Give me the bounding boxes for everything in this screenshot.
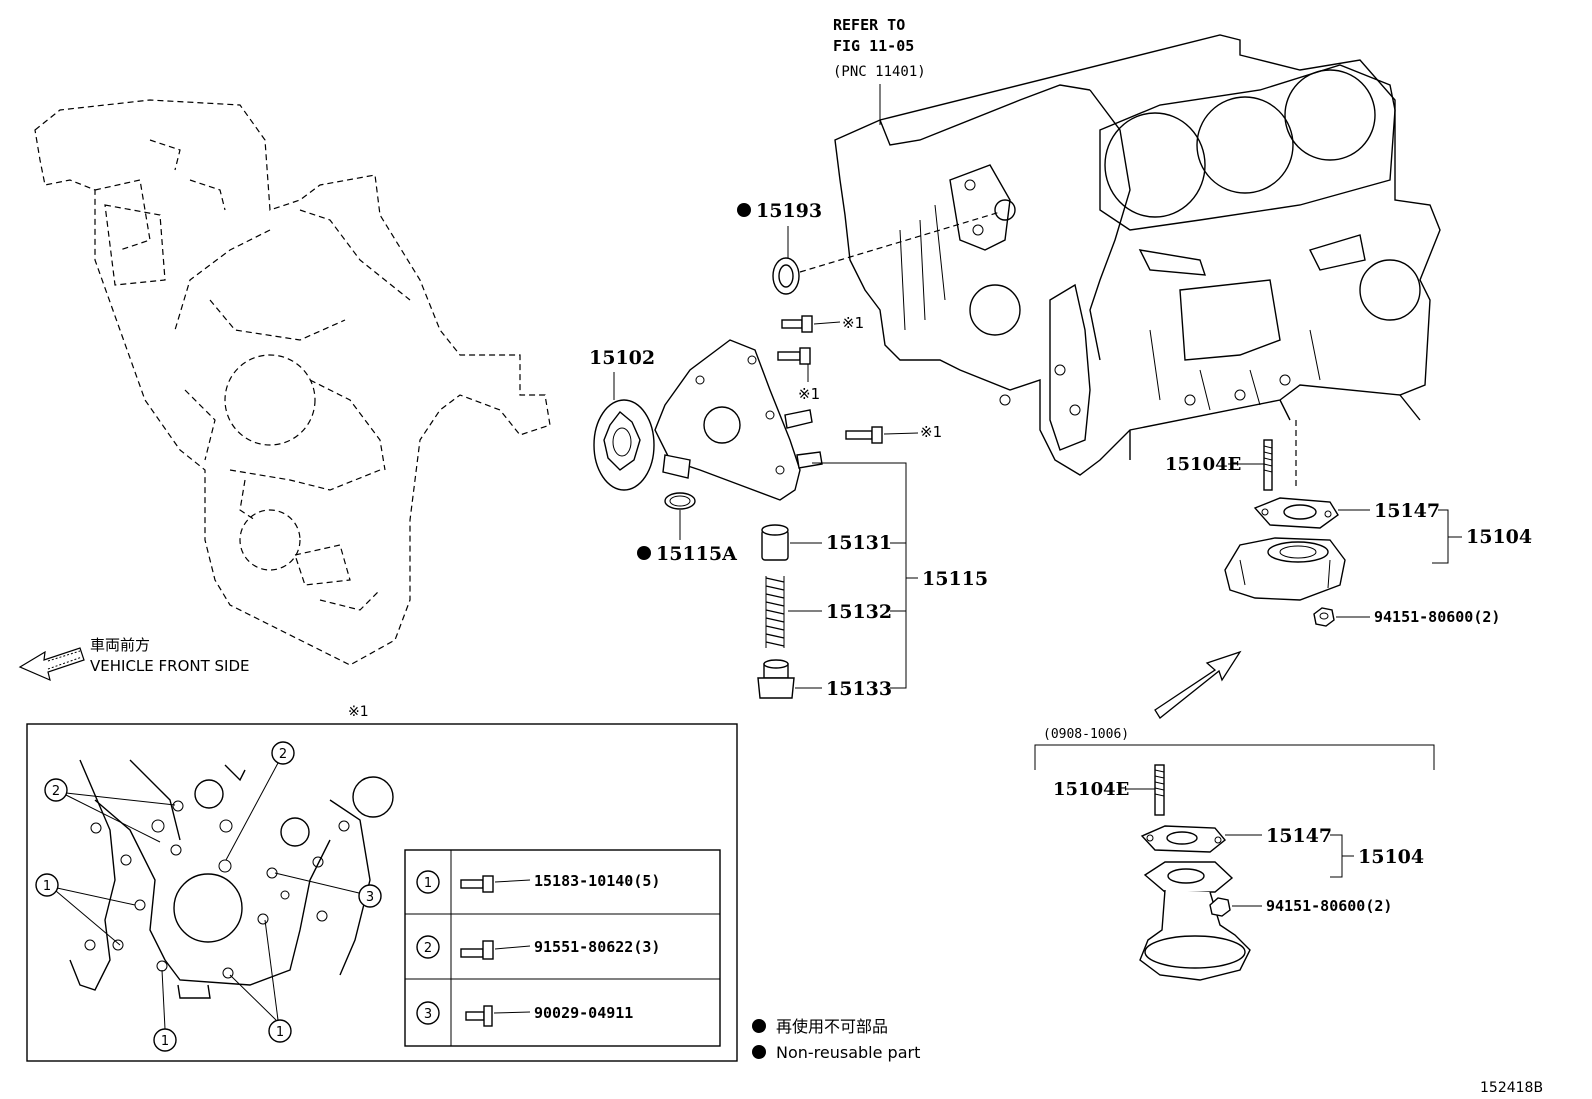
bolt-icon [460,875,494,893]
spring-15132 [765,576,785,648]
nut-94151 [1313,607,1335,627]
variant-range-label: (0908-1006) [1043,727,1129,742]
o-ring-15115A [664,492,696,510]
row-3-number: 3 [424,1007,432,1022]
row-2-part-number: 91551-80622(3) [534,938,660,956]
front-side-jp-label: 車両前方 [90,636,150,654]
svg-text:2: 2 [52,784,60,799]
mark-1-label: ※1 [842,314,864,332]
inset-callout: 1 [35,873,136,946]
part-94151-label: 94151-80600(2) [1374,608,1500,626]
part-15102-label: 15102 [589,347,655,369]
stud-bolt-15104E [1263,439,1273,491]
variant-part-15147-label: 15147 [1266,825,1332,847]
non-reusable-dot-icon [737,203,751,217]
variant-arrow-icon [1154,650,1242,719]
part-15115A-label: 15115A [656,543,737,565]
engine-block-drawing [834,34,1441,476]
variant-nut [1209,897,1231,917]
variant-stud-bolt [1154,764,1165,816]
legend-en-label: Non-reusable part [776,1043,920,1062]
refer-pnc-label: (PNC 11401) [833,64,926,80]
inset-callout: 1 [229,919,292,1043]
svg-text:1: 1 [43,879,51,894]
refer-fig-label: FIG 11-05 [833,37,914,55]
relief-valve-15131 [761,524,789,561]
inset-callout: 2 [44,778,176,843]
variant-gasket [1140,825,1226,853]
variant-part-94151-label: 94151-80600(2) [1266,897,1392,915]
bolt-icon [777,347,811,365]
inset-callout: 2 [225,741,295,861]
legend-dot-icon [752,1019,766,1033]
mark-1-label: ※1 [920,423,942,441]
legend-jp-label: 再使用不可部品 [776,1017,888,1036]
bolt-icon [781,315,813,333]
part-15193-label: 15193 [756,200,822,222]
inset-pump-drawing [69,759,394,999]
non-reusable-dot-icon [637,546,651,560]
part-15132-label: 15132 [826,601,892,623]
inset-row-1: 1 15183-10140(5) [416,870,660,894]
row-1-part-number: 15183-10140(5) [534,872,660,890]
bolt-icon [845,426,883,444]
svg-text:3: 3 [366,890,374,905]
oil-seal-15193 [772,257,800,295]
inset-callout: 3 [274,872,382,908]
figure-id: 152418B [1480,1080,1543,1096]
timing-cover-drawing [34,99,551,666]
bolt-icon [465,1005,493,1027]
row-1-number: 1 [424,876,432,891]
inset-parts-table [404,849,721,1047]
plug-15133 [757,659,795,699]
oil-pump-body [654,339,823,501]
variant-part-15104E-label: 15104E [1053,779,1129,800]
part-15133-label: 15133 [826,678,892,700]
part-15104-label: 15104 [1466,526,1532,548]
inset-row-2: 2 91551-80622(3) [416,935,660,960]
part-15104E-label: 15104E [1165,454,1241,475]
svg-text:1: 1 [161,1034,169,1049]
inset-title: ※1 [348,704,369,720]
mark-1-label: ※1 [798,385,820,403]
inset-callout: 1 [153,969,177,1052]
svg-text:2: 2 [279,747,287,762]
legend-dot-icon [752,1045,766,1059]
part-15115-label: 15115 [922,568,988,590]
pump-rotor-15102 [593,399,655,491]
variant-part-15104-label: 15104 [1358,846,1424,868]
svg-text:1: 1 [276,1025,284,1040]
part-15147-label: 15147 [1374,500,1440,522]
vehicle-front-arrow-icon [18,647,85,682]
row-2-number: 2 [424,941,432,956]
gasket-15147 [1253,497,1339,529]
part-15131-label: 15131 [826,532,892,554]
inset-row-3: 3 90029-04911 [416,1001,633,1027]
variant-strainer [1139,861,1251,981]
front-side-en-label: VEHICLE FRONT SIDE [90,657,250,675]
inset-frame [26,723,738,1062]
refer-to-label: REFER TO [833,16,905,34]
bolt-icon [460,940,494,960]
oil-strainer-15104 [1224,537,1346,601]
row-3-part-number: 90029-04911 [534,1004,633,1022]
